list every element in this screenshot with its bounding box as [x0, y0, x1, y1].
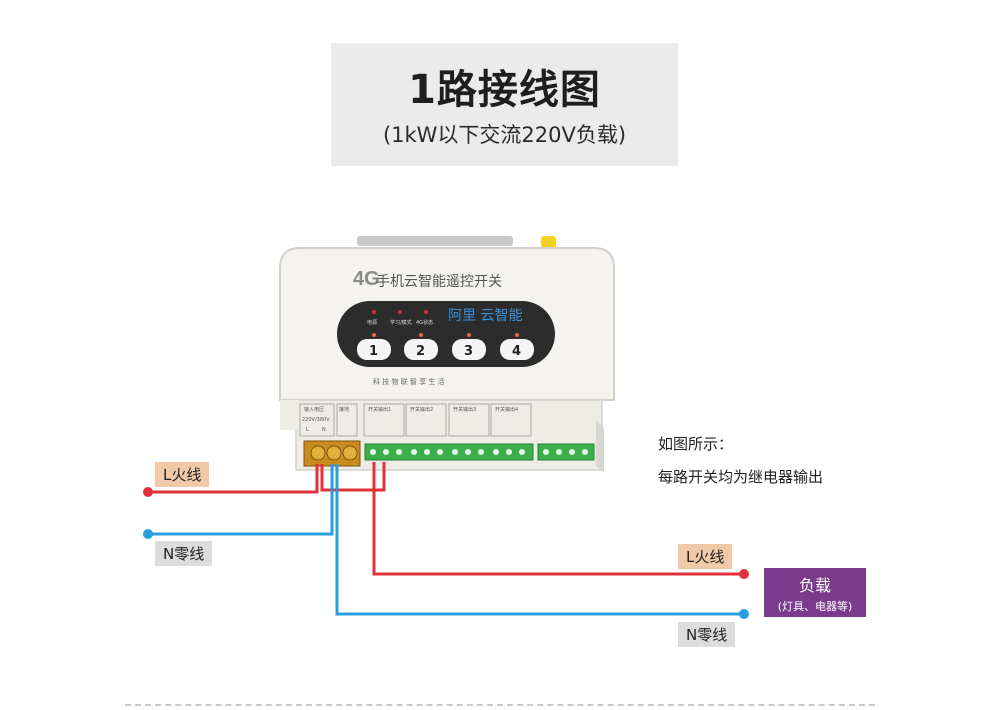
button-2-label: 2 — [416, 344, 425, 359]
indicator-4g: 4G状态 — [416, 319, 433, 326]
output-live-wire — [372, 462, 744, 576]
input-neutral-label: N零线 — [155, 541, 213, 566]
input-pin-n: N — [322, 427, 326, 433]
switch-button-3[interactable] — [452, 339, 486, 360]
antenna — [357, 236, 513, 246]
output-live-dot — [739, 569, 749, 579]
input-live-dot — [143, 487, 153, 497]
title-box: 1路接线图 (1kW以下交流220V负载) — [331, 43, 678, 166]
switch-button-1[interactable] — [357, 339, 391, 360]
indicator-learn: 学习/模式 — [390, 319, 412, 326]
terminal-label-out4: 开关输出4 — [495, 406, 518, 413]
relay-device — [279, 247, 615, 472]
terminal-label-out2: 开关输出2 — [410, 406, 433, 413]
button-4-label: 4 — [512, 344, 521, 359]
page-subtitle: (1kW以下交流220V负载) — [382, 123, 627, 147]
output-neutral-label: N零线 — [678, 622, 736, 647]
aux-terminal — [537, 443, 595, 461]
input-pin-l: L — [306, 427, 309, 433]
terminal-label-out1: 开关输出1 — [368, 406, 391, 413]
page-title: 1路接线图 — [408, 67, 601, 113]
output-neutral-dot — [739, 609, 749, 619]
brand-prefix: 4G — [353, 268, 380, 290]
note-line-2: 每路开关均为继电器输出 — [658, 468, 824, 486]
indicator-power: 电源 — [367, 319, 377, 326]
load-box: 负载 (灯具、电器等) — [764, 568, 866, 617]
load-title: 负载 — [798, 576, 831, 595]
output-live-label: L火线 — [678, 544, 733, 569]
switch-button-2[interactable] — [404, 339, 438, 360]
terminal-label-input: 输入电压 — [304, 406, 324, 413]
jumper-wire — [320, 462, 386, 492]
button-1-label: 1 — [369, 344, 378, 359]
input-live-wire — [148, 464, 319, 494]
voltage-label: 220V/380V — [302, 417, 330, 423]
bottom-divider — [125, 704, 875, 706]
load-subtitle: (灯具、电器等) — [777, 600, 853, 613]
cloud-label: 阿里 云智能 — [448, 308, 522, 324]
device-name: 手机云智能遥控开关 — [376, 274, 502, 290]
input-neutral-dot — [143, 529, 153, 539]
input-live-label: L火线 — [155, 462, 210, 487]
note-line-1: 如图所示： — [658, 435, 734, 453]
terminal-label-out3: 开关输出3 — [453, 406, 476, 413]
switch-button-4[interactable] — [500, 339, 534, 360]
yellow-button — [541, 236, 556, 248]
input-neutral-wire — [148, 464, 334, 536]
output-terminal — [364, 443, 534, 461]
slogan: 科 技 物 联 智 享 生 活 — [373, 377, 445, 386]
output-neutral-wire — [335, 464, 744, 616]
terminal-label-ground: 接地 — [339, 406, 349, 413]
button-3-label: 3 — [464, 344, 473, 359]
